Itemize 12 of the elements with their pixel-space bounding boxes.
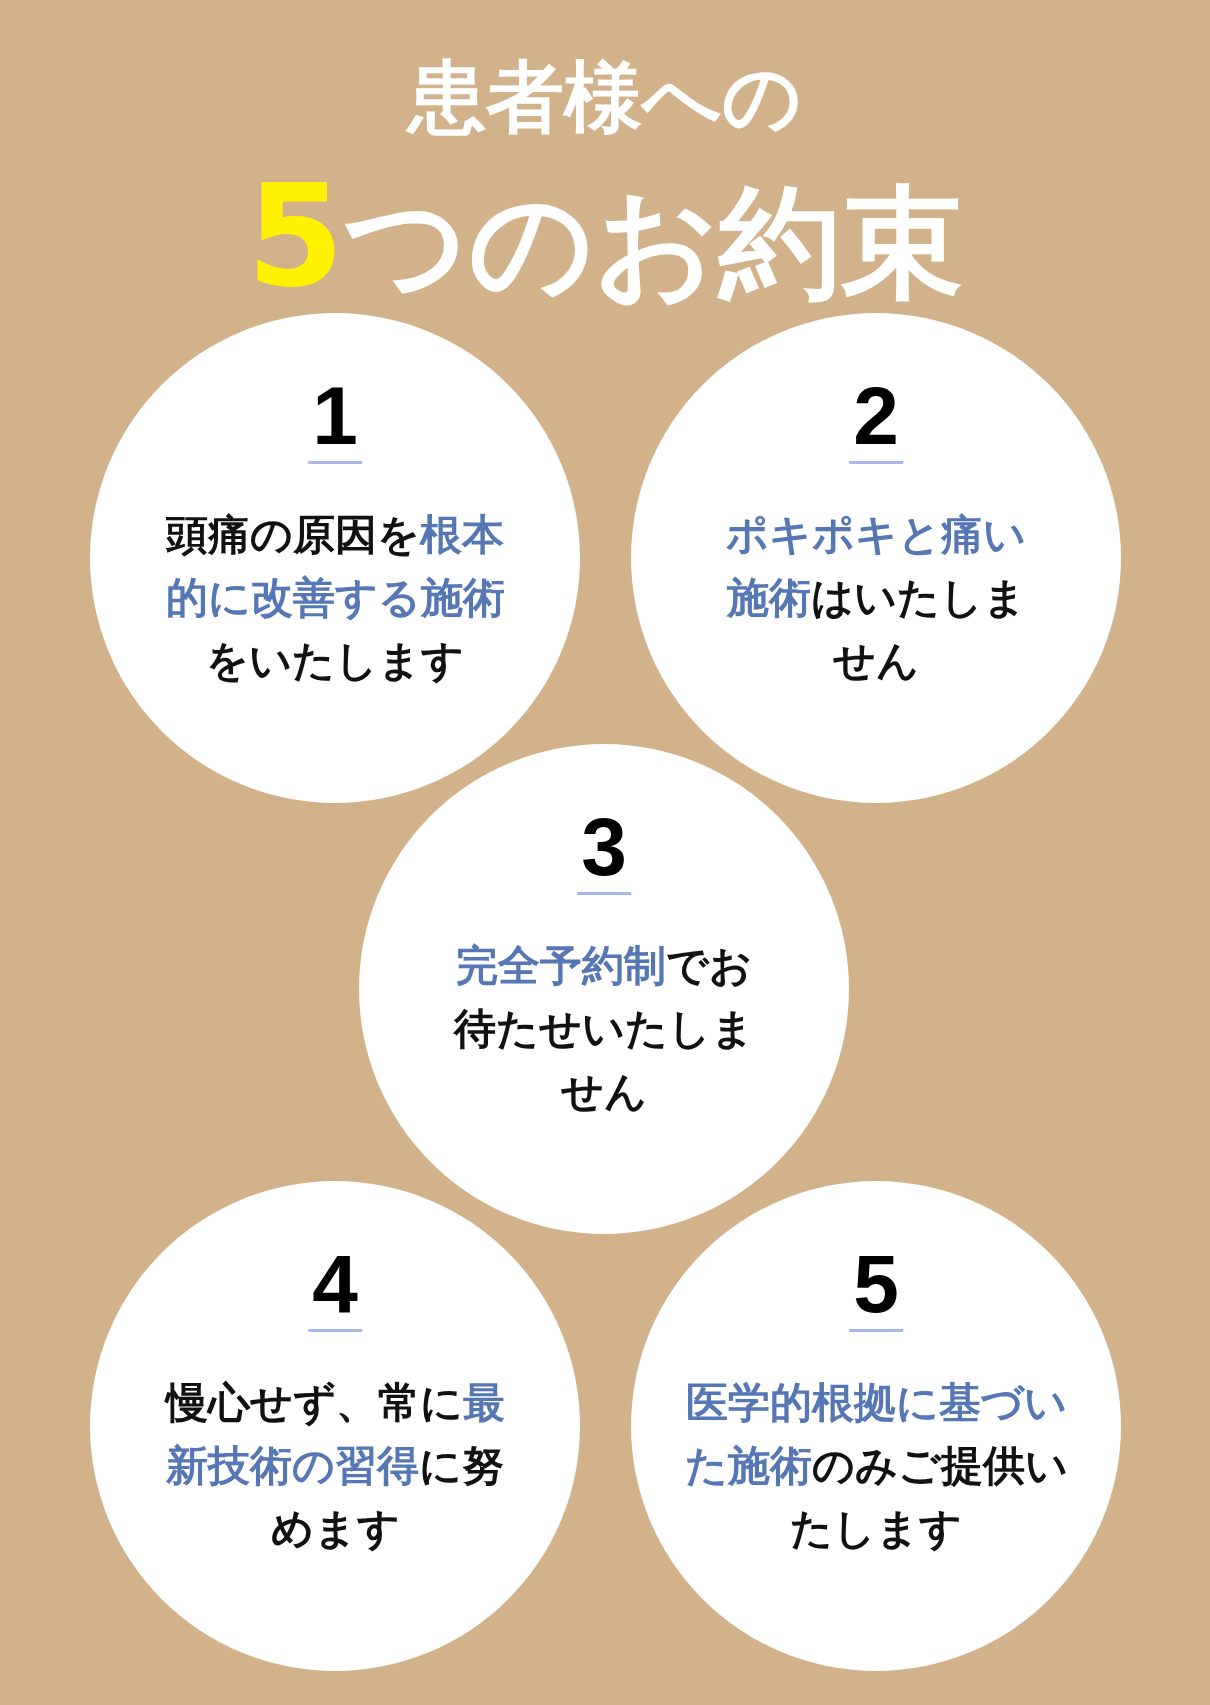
number: 5 [849, 1243, 903, 1332]
number: 1 [308, 375, 362, 464]
promise-text: 医学的根拠に基づいた施術のみご提供いたします [683, 1377, 1069, 1555]
number: 2 [849, 375, 903, 464]
number: 4 [308, 1243, 362, 1332]
number: 3 [577, 806, 631, 895]
promise-text: 頭痛の原因を根本的に改善する施術をいたします [164, 509, 506, 687]
promise-text: ポキポキと痛い施術はいたしません [726, 509, 1026, 687]
promise-text: 慢心せず、常に最新技術の習得に努めます [163, 1377, 506, 1555]
promise-text: 完全予約制でお待たせいたしません [454, 940, 754, 1118]
title: 患者様への [0, 58, 1210, 136]
title-heading: 5つのお約束 [245, 160, 965, 314]
